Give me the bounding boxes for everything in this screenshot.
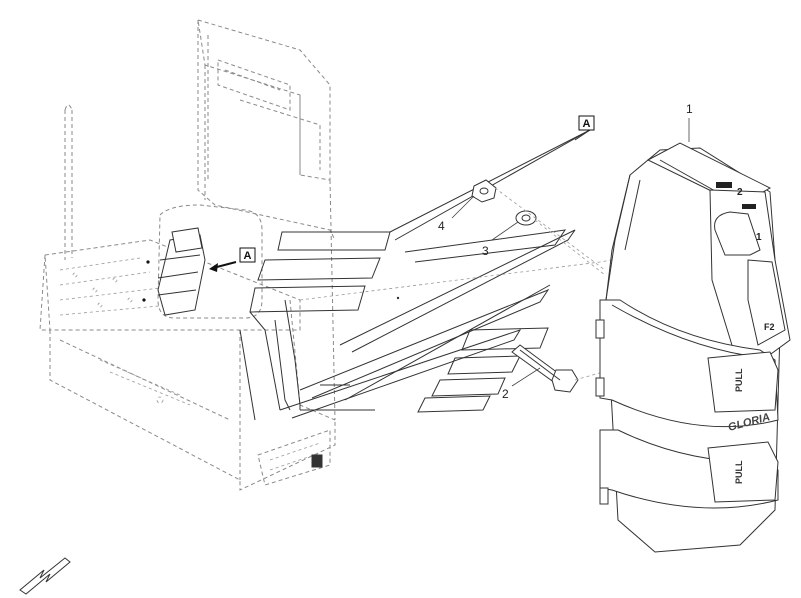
bolt-part-2 [511, 344, 579, 393]
fire-extinguisher: 2 1 F2 PULL GLORIA PULL [595, 142, 791, 553]
cap-number-2: 2 [737, 187, 743, 198]
washer-part-3 [515, 210, 537, 226]
detail-label-box: A [578, 115, 595, 131]
callout-3: 3 [482, 244, 489, 258]
machine-frame [39, 19, 336, 491]
cap-code: F2 [764, 322, 775, 332]
callout-4: 4 [438, 219, 445, 233]
callout-2: 2 [502, 387, 509, 401]
extinguisher-installed [142, 227, 206, 316]
pull-label-upper: PULL [734, 368, 744, 392]
view-arrow [209, 261, 237, 272]
cap-number-1: 1 [756, 232, 762, 243]
orientation-arrow-icon [19, 557, 71, 595]
pull-label-lower: PULL [734, 460, 744, 484]
view-label-box: A [239, 247, 256, 263]
view-label: A [244, 250, 252, 262]
nut-part-4 [471, 179, 497, 203]
detail-label: A [583, 118, 591, 130]
callout-1: 1 [686, 102, 693, 116]
